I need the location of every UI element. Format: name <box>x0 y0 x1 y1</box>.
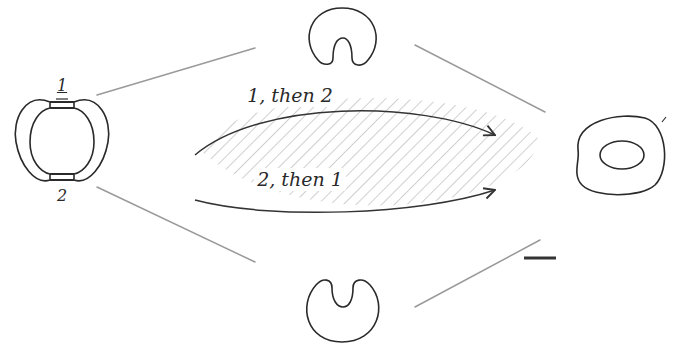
dash-mark <box>524 257 556 260</box>
bridge-number: 1 <box>54 76 70 95</box>
connecting-lines <box>97 45 545 307</box>
hatched-region <box>200 98 540 206</box>
surface-top <box>309 8 376 65</box>
saddle-surface <box>15 99 108 181</box>
path-arrow <box>195 111 495 155</box>
surface-bottom <box>307 280 379 342</box>
order-label: 2, then 1 <box>254 168 346 191</box>
bridge-number: 2 <box>54 186 70 205</box>
order-label: 1, then 2 <box>244 84 336 107</box>
annulus-surface <box>577 116 666 195</box>
path-arrow <box>195 190 495 212</box>
